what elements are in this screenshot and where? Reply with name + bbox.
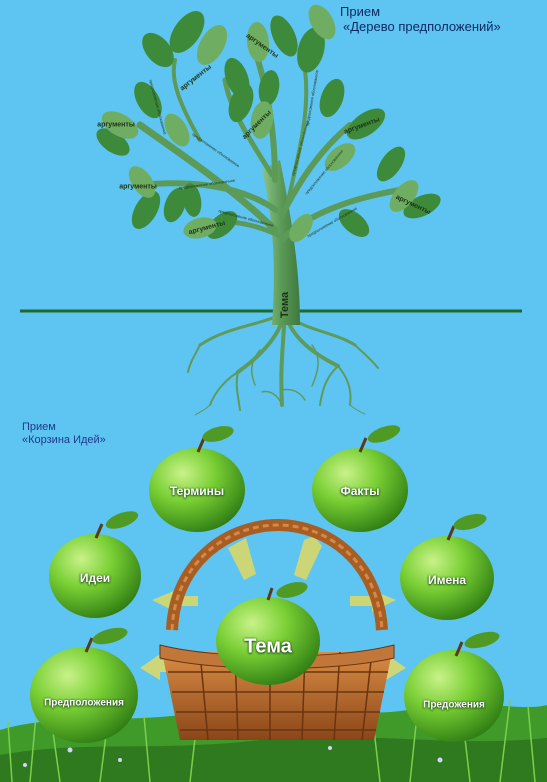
apple-ideas — [49, 511, 141, 618]
basket-caption-line1: Прием — [22, 421, 56, 433]
tree-caption-line1: Прием — [340, 4, 381, 19]
tree-leaves — [96, 4, 441, 243]
apple-label-facts: Факты — [340, 484, 380, 498]
apple-names — [400, 513, 494, 620]
apple-label-ideas: Идеи — [79, 571, 111, 585]
apple-proposals — [404, 631, 504, 742]
apple-label-proposals: Предожения — [423, 699, 485, 711]
apple-center — [216, 582, 320, 685]
arrow-facts — [294, 536, 322, 580]
apple-facts — [312, 425, 408, 532]
grass — [0, 699, 547, 782]
apple-label-assumptions: Предположения — [44, 697, 124, 709]
apple-label-names: Имена — [427, 573, 467, 587]
tree-caption-line2: «Дерево предположений» — [343, 18, 501, 34]
tree-roots — [187, 310, 379, 416]
basket-caption: Прием «Корзина Идей» — [22, 421, 106, 446]
basket-caption-line2: «Корзина Идей» — [22, 433, 106, 446]
apples — [30, 425, 504, 743]
leaf-label: аргументы — [97, 121, 135, 129]
apple-label-terms: Термины — [169, 484, 225, 498]
arrow-terms — [228, 538, 256, 580]
apple-assumptions — [30, 627, 138, 743]
apple-label-center: Тема — [244, 635, 292, 658]
tree-caption: Прием «Дерево предположений» — [340, 4, 501, 35]
leaf-label: аргументы — [119, 183, 157, 191]
apple-terms — [149, 426, 245, 532]
trunk-label: Тема — [279, 291, 291, 319]
